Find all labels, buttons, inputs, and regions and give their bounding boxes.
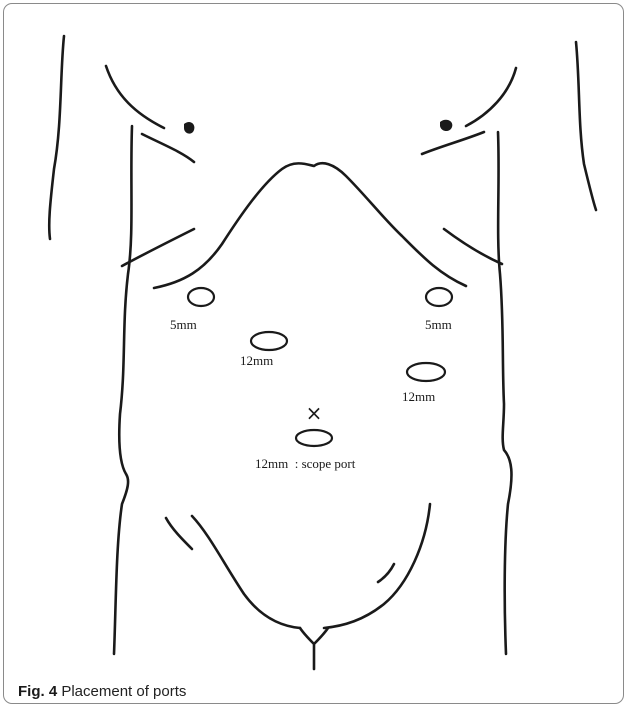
crotch-line — [300, 628, 328, 669]
port-left-mid — [251, 332, 287, 350]
left-torso-side — [114, 126, 132, 654]
right-shoulder-line — [466, 68, 516, 126]
figure-caption: Fig. 4 Placement of ports — [18, 683, 186, 700]
umbilicus-marker: × — [306, 401, 323, 425]
port-label-right-mid: 12mm — [402, 389, 435, 404]
port-label-right-upper: 5mm — [425, 317, 452, 332]
right-arm-outline — [576, 42, 596, 210]
rib-line-left — [122, 229, 194, 266]
left-chest-line — [142, 134, 194, 162]
right-nipple — [440, 120, 452, 131]
left-arm-outline — [49, 36, 64, 239]
left-inguinal-line — [166, 518, 192, 549]
costal-margin — [154, 163, 466, 288]
left-nipple — [184, 122, 194, 134]
port-label-left-upper: 5mm — [170, 317, 197, 332]
left-groin-line — [192, 516, 300, 628]
right-inguinal-line — [378, 564, 394, 582]
figure-frame: × 5mm 5mm 12mm 12mm 12mm : scope port Fi… — [3, 3, 624, 704]
torso-illustration: × 5mm 5mm 12mm 12mm 12mm : scope port — [4, 4, 624, 704]
rib-line-right — [444, 229, 502, 264]
right-chest-line — [422, 132, 484, 154]
port-right-upper — [426, 288, 452, 306]
caption-text: Placement of ports — [61, 683, 186, 700]
port-label-scope: 12mm : scope port — [255, 456, 356, 471]
right-torso-side — [498, 132, 511, 654]
port-label-left-mid: 12mm — [240, 353, 273, 368]
port-left-upper — [188, 288, 214, 306]
port-right-mid — [407, 363, 445, 381]
port-scope — [296, 430, 332, 446]
left-shoulder-line — [106, 66, 164, 128]
right-groin-line — [324, 504, 430, 628]
figure-number: Fig. 4 — [18, 683, 57, 700]
